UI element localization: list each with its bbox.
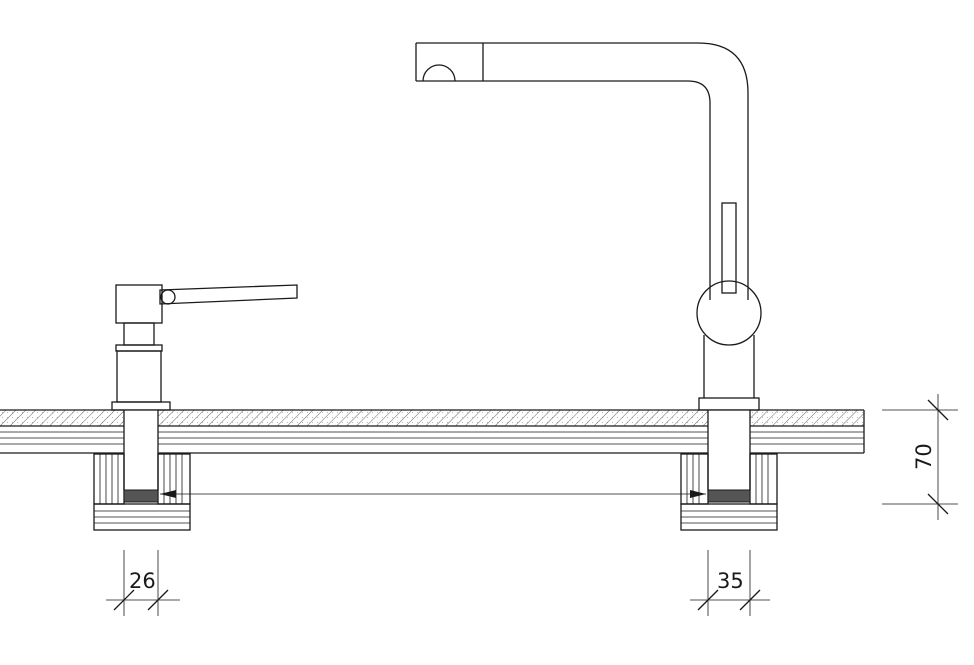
dimension-label-26: 26	[129, 569, 156, 593]
dimension-worktop-thickness: 70	[882, 394, 958, 520]
dimension-label-35: 35	[717, 569, 744, 593]
dimension-soap-hole: 26	[106, 550, 180, 616]
dimension-tap-hole: 35	[690, 550, 770, 616]
center-distance-line	[160, 490, 706, 498]
worktop	[0, 409, 865, 490]
dimension-label-70: 70	[912, 443, 936, 470]
kitchen-tap	[415, 42, 778, 531]
soap-dispenser	[93, 284, 298, 531]
